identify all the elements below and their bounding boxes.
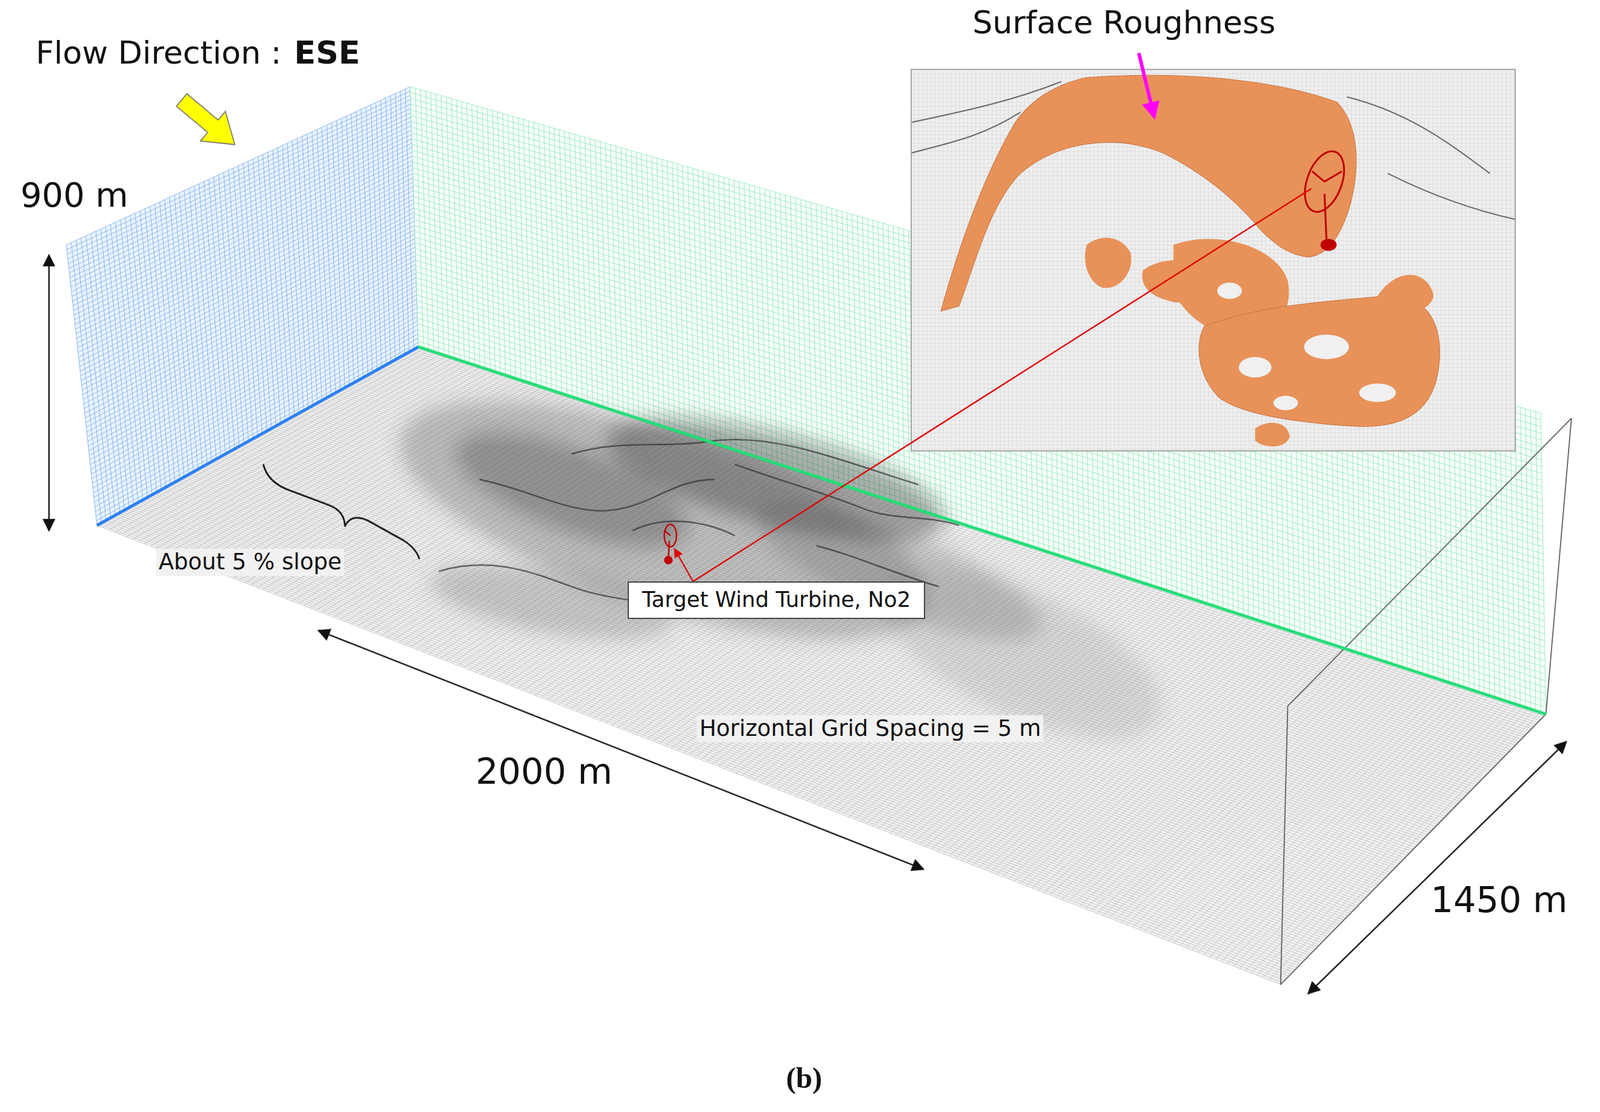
callout-box: Target Wind Turbine, No2	[627, 581, 926, 619]
flow-arrow	[169, 85, 248, 160]
dimension-label: 2000 m	[475, 751, 613, 793]
slope-note: About 5 % slope	[156, 548, 345, 577]
dimension-label: 900 m	[20, 175, 129, 215]
flow-label: Flow Direction :	[35, 34, 282, 71]
inlet-base-line	[96, 347, 419, 526]
callout-text: Target Wind Turbine, No2	[642, 587, 911, 613]
domain-outline	[1280, 418, 1572, 986]
slope-brace	[263, 464, 420, 560]
inset-panel: Surface Roughness	[911, 4, 1516, 452]
width-dimension	[1307, 742, 1567, 995]
inset-view	[911, 69, 1516, 452]
length-dimension	[318, 630, 924, 870]
pointer-arrow	[1138, 53, 1155, 117]
small-turbine	[663, 524, 677, 565]
connector-line	[693, 442, 912, 582]
leader-line	[674, 548, 694, 582]
inset-heading: Surface Roughness	[972, 4, 1276, 41]
figure-caption: (b)	[785, 1061, 823, 1096]
flow-direction: ESE	[294, 34, 361, 71]
dimension-label: 1450 m	[1430, 879, 1568, 921]
height-dimension	[48, 255, 50, 531]
leader-line	[911, 189, 1312, 444]
grid-note: Horizontal Grid Spacing = 5 m	[696, 715, 1044, 743]
